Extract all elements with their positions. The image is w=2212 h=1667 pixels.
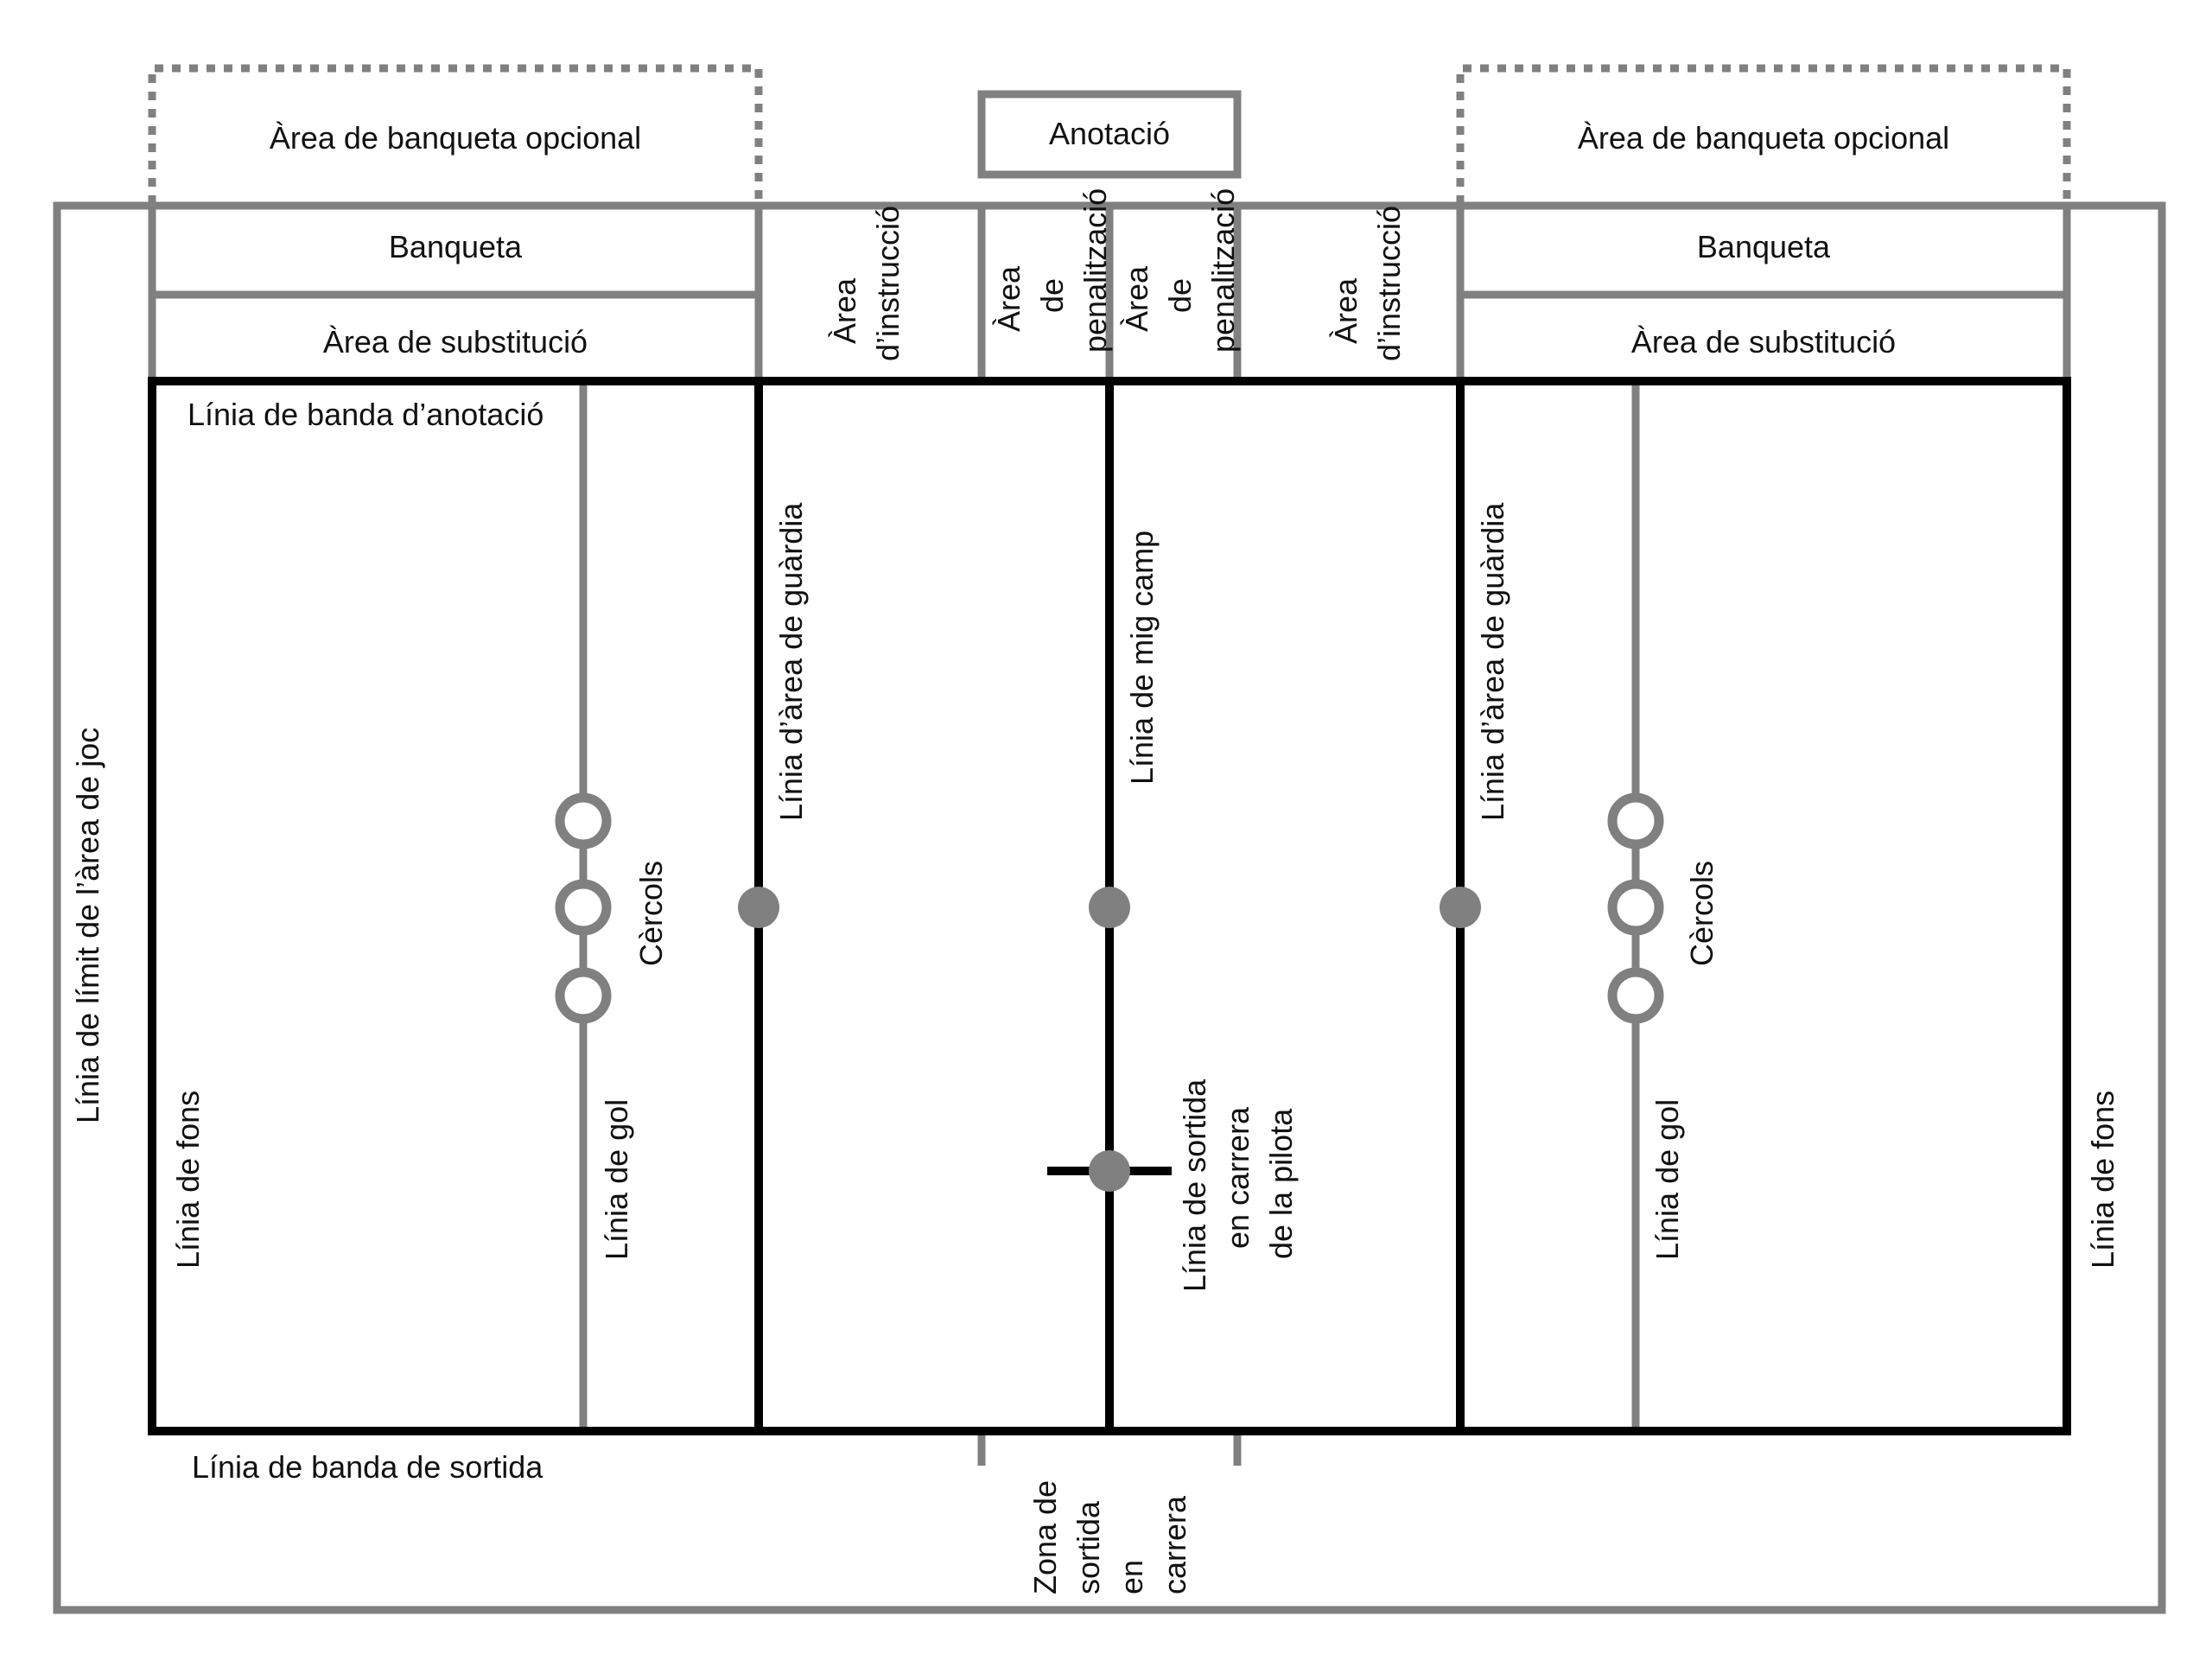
substitution-label-right: Àrea de substitució xyxy=(1631,324,1896,359)
ball-run-dot xyxy=(1089,1150,1130,1192)
svg-text:Àrea: Àrea xyxy=(827,277,862,344)
run-zone-label: Zona de sortida en carrera xyxy=(1027,1480,1192,1594)
marker-dots xyxy=(738,887,1481,1192)
svg-text:sortida: sortida xyxy=(1071,1500,1106,1594)
goal-line-label-right: Línia de gol xyxy=(1649,1099,1685,1260)
svg-text:Línia de sortida: Línia de sortida xyxy=(1177,1078,1212,1292)
svg-text:penalització: penalització xyxy=(1077,188,1113,353)
hoops-label-right: Cèrcols xyxy=(1684,861,1719,966)
end-line-label-right: Línia de fons xyxy=(2085,1091,2120,1269)
bench-box-left xyxy=(148,206,763,381)
hoop-circle xyxy=(555,879,612,936)
hoop-circle xyxy=(1607,792,1664,849)
svg-text:Àrea: Àrea xyxy=(1328,277,1363,344)
optional-bench-area-left xyxy=(148,64,763,204)
hoop-circle xyxy=(1607,967,1664,1024)
hoop-circle xyxy=(555,792,612,849)
svg-text:d’instrucció: d’instrucció xyxy=(1371,206,1407,361)
svg-text:de la pilota: de la pilota xyxy=(1263,1108,1299,1259)
end-line-label-left: Línia de fons xyxy=(170,1091,206,1269)
goal-line-label-left: Línia de gol xyxy=(599,1099,634,1260)
svg-text:de: de xyxy=(1162,278,1198,313)
optional-bench-area-right xyxy=(1456,64,2071,204)
run-zone-ticks xyxy=(977,1431,1242,1466)
svg-text:Zona de: Zona de xyxy=(1027,1480,1063,1594)
guard-area-line-label-right: Línia d’àrea de guàrdia xyxy=(1475,502,1510,821)
bench-label-right: Banqueta xyxy=(1697,229,1831,264)
penalty-area-label-left: Àrea de penalització xyxy=(991,188,1113,353)
penalty-area-label-right: Àrea de penalització xyxy=(1119,188,1241,353)
guard-line-dot-left xyxy=(738,887,779,928)
optional-bench-label-right: Àrea de banqueta opcional xyxy=(1578,120,1949,156)
boundary-label: Línia de límit de l’àrea de joc xyxy=(70,728,105,1123)
hoops-label-left: Cèrcols xyxy=(633,861,669,966)
hoops-left xyxy=(555,792,612,1024)
svg-text:de: de xyxy=(1034,278,1070,313)
hoops-right xyxy=(1607,792,1664,1024)
svg-text:penalització: penalització xyxy=(1205,188,1241,353)
scoring-sideline-label: Línia de banda d’anotació xyxy=(188,397,543,432)
penalty-area-dividers xyxy=(977,206,1242,381)
annotation-label: Anotació xyxy=(1049,116,1170,151)
guard-area-line-label-left: Línia d’àrea de guàrdia xyxy=(773,502,809,821)
exit-sideline-label: Línia de banda de sortida xyxy=(192,1449,543,1485)
bench-box-right xyxy=(1456,206,2071,381)
svg-text:en carrera: en carrera xyxy=(1220,1106,1255,1249)
svg-text:Àrea: Àrea xyxy=(991,265,1027,332)
svg-text:en: en xyxy=(1114,1560,1149,1594)
svg-text:carrera: carrera xyxy=(1157,1495,1192,1594)
coaching-area-label-right: Àrea d’instrucció xyxy=(1328,206,1407,361)
hoop-circle xyxy=(1607,879,1664,936)
svg-text:Àrea: Àrea xyxy=(1119,265,1154,332)
ball-run-line-label: Línia de sortida en carrera de la pilota xyxy=(1177,1078,1299,1292)
guard-line-dot-right xyxy=(1440,887,1481,928)
bench-label-left: Banqueta xyxy=(389,229,523,264)
annotation-box xyxy=(977,90,1242,179)
midfield-dot xyxy=(1089,887,1130,928)
hoop-circle xyxy=(555,967,612,1024)
optional-bench-label-left: Àrea de banqueta opcional xyxy=(270,120,641,156)
midfield-line-label: Línia de mig camp xyxy=(1124,531,1160,785)
svg-text:d’instrucció: d’instrucció xyxy=(870,206,906,361)
coaching-area-label-left: Àrea d’instrucció xyxy=(827,206,906,361)
substitution-label-left: Àrea de substitució xyxy=(323,324,588,359)
